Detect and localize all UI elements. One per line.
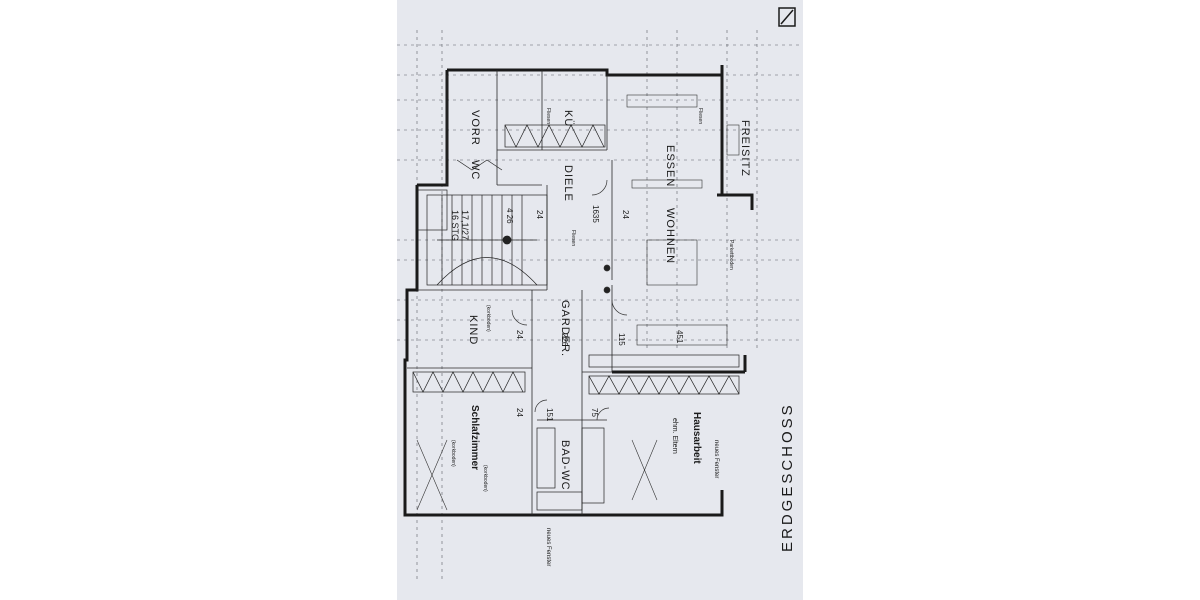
plan-title: ERDGESCHOSS: [779, 402, 796, 552]
room-label-kue: KÜ: [562, 110, 574, 127]
note-neues-fenster-2: neues Fenster: [545, 528, 551, 566]
note-kork-schlaf-2: (korkboden): [482, 465, 488, 492]
dimension-151: 151: [545, 408, 554, 422]
bathroom-fixtures: [456, 159, 605, 511]
dimension-1635: 1635: [591, 205, 600, 223]
dimension-115: 115: [617, 333, 626, 346]
dimension-24-b: 24: [621, 210, 630, 219]
note-kork-kind: (korkboden): [485, 305, 491, 332]
room-label-freisitz: FREISITZ: [739, 120, 751, 177]
room-label-wc: WC: [469, 160, 481, 180]
dimension-226-garder: 226: [560, 333, 569, 347]
note-neues-fenster-1: neues Fenster: [713, 440, 719, 478]
room-label-diele: DIELE: [562, 165, 574, 202]
room-label-hausarbeit: Hausarbeit: [691, 412, 702, 464]
furniture-outlines: [416, 94, 740, 511]
interior-walls: [407, 70, 613, 515]
dimension-451: 451: [675, 330, 684, 344]
room-label-wohnen: WOHNEN: [664, 208, 676, 264]
room-label-bad-wc: BAD-WC: [559, 440, 571, 491]
note-parkett: Parkettboden: [728, 240, 734, 270]
stair-steps-label: 16 STG: [450, 210, 460, 241]
room-label-eltern: ehm. Eltern: [671, 418, 678, 454]
staircase: [426, 194, 548, 286]
dimension-24-a: 24: [535, 210, 544, 219]
note-fliesen-essen: Fliesen: [697, 108, 703, 124]
note-kork-schlaf-1: (korkboden): [450, 440, 456, 467]
room-label-schlafzimmer: Schlafzimmer: [469, 405, 480, 470]
note-fliesen-diele: Fliesen: [570, 230, 576, 246]
built-in-cabinets: [412, 124, 740, 395]
room-label-kind: KIND: [467, 315, 479, 345]
room-label-vorr: VORR: [469, 110, 481, 146]
background-grid: [397, 30, 803, 580]
note-fliesen-kue: Fliesen: [545, 108, 551, 124]
stair-ratio-label: 17,1/27: [460, 210, 470, 240]
dimension-24-kind: 24: [515, 330, 524, 339]
room-label-essen: ESSEN: [664, 145, 676, 187]
door-swings: [511, 179, 628, 421]
north-arrow-symbol: [778, 7, 796, 27]
dimension-426: 4 26: [505, 208, 514, 224]
dimension-24-schlaf: 24: [515, 408, 524, 417]
floor-plan-sheet: VORR WC KÜ DIELE ESSEN WOHNEN FREISITZ K…: [397, 0, 803, 600]
floor-plan-drawing: VORR WC KÜ DIELE ESSEN WOHNEN FREISITZ K…: [397, 7, 803, 580]
dimension-75: 75: [590, 408, 599, 417]
room-label-garderobe: GARDER.: [559, 300, 571, 357]
